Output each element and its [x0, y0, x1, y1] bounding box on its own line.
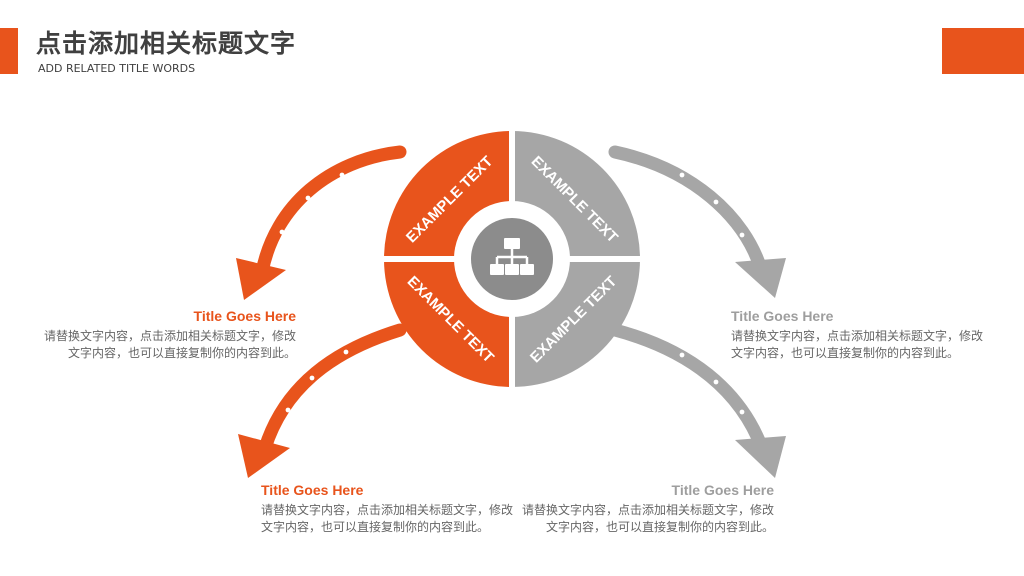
right-accent-bar: [942, 28, 1024, 74]
text-block-top-left: Title Goes Here 请替换文字内容，点击添加相关标题文字，修改文字内…: [44, 308, 296, 362]
text-block-bottom-right: Title Goes Here 请替换文字内容，点击添加相关标题文字，修改文字内…: [522, 482, 774, 536]
block-text[interactable]: 请替换文字内容，点击添加相关标题文字，修改文字内容，也可以直接复制你的内容到此。: [522, 503, 775, 534]
block-title[interactable]: Title Goes Here: [261, 482, 364, 498]
page-title[interactable]: 点击添加相关标题文字: [36, 29, 297, 58]
arrow-bottom-right: [615, 330, 786, 478]
text-block-bottom-left: Title Goes Here 请替换文字内容，点击添加相关标题文字，修改文字内…: [261, 482, 513, 536]
arrow-top-left: [236, 152, 400, 300]
block-text[interactable]: 请替换文字内容，点击添加相关标题文字，修改文字内容，也可以直接复制你的内容到此。: [44, 329, 297, 360]
block-title[interactable]: Title Goes Here: [671, 482, 774, 498]
text-block-top-right: Title Goes Here 请替换文字内容，点击添加相关标题文字，修改文字内…: [731, 308, 983, 362]
block-text[interactable]: 请替换文字内容，点击添加相关标题文字，修改文字内容，也可以直接复制你的内容到此。: [261, 503, 514, 534]
org-chart-icon: [490, 238, 534, 275]
block-title[interactable]: Title Goes Here: [731, 308, 834, 324]
arrow-bottom-left: [238, 330, 400, 478]
block-title[interactable]: Title Goes Here: [193, 308, 296, 324]
page-subtitle[interactable]: ADD RELATED TITLE WORDS: [38, 62, 196, 75]
left-accent-bar: [0, 28, 18, 74]
block-text[interactable]: 请替换文字内容，点击添加相关标题文字，修改文字内容，也可以直接复制你的内容到此。: [731, 329, 984, 360]
arrow-top-right: [615, 152, 786, 298]
